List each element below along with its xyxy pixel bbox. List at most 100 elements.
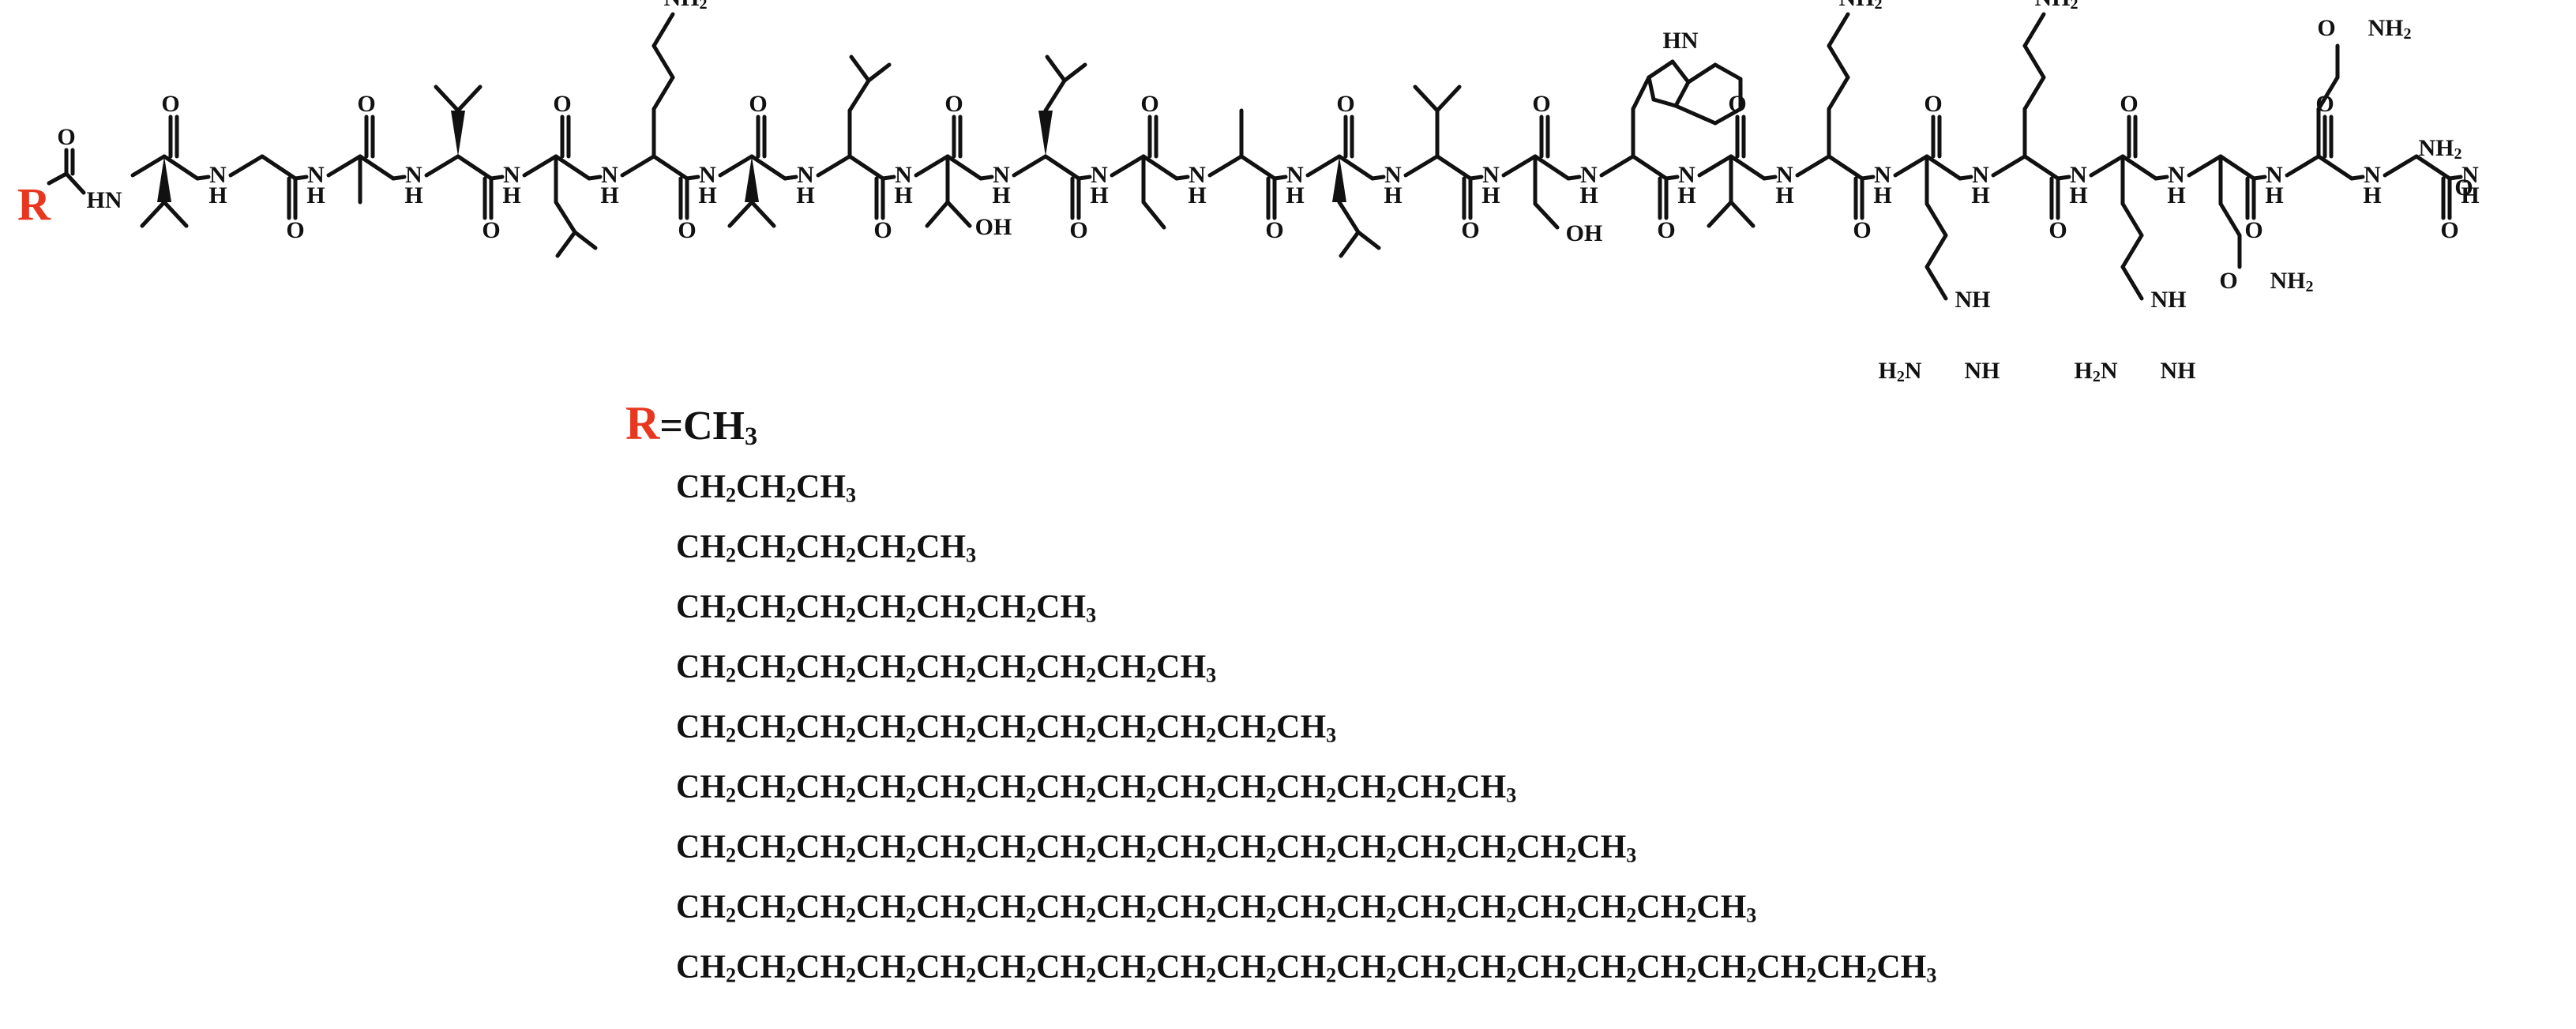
amide-oxygen-label: O <box>2219 268 2237 294</box>
amide-n-label: N <box>405 162 422 188</box>
peptide-bond <box>783 175 798 181</box>
amide-h-label: H <box>208 182 227 208</box>
amide-n-label: N <box>2168 162 2185 188</box>
r-group-header: R=CH3 <box>625 400 757 449</box>
backbone-bond <box>260 154 298 181</box>
side-chain-bond <box>1356 230 1381 250</box>
amide-n-label: N <box>2266 162 2283 188</box>
amide-n-label: N <box>1678 162 1695 188</box>
amide-oxygen-label: O <box>2317 15 2335 41</box>
carbonyl-oxygen-label: O <box>1140 91 1158 117</box>
side-chain-bond <box>849 54 871 83</box>
carbonyl-oxygen-label: O <box>1657 217 1675 243</box>
amide-h-label: H <box>1481 182 1500 208</box>
amine-label: NH2 <box>1839 0 1883 13</box>
amide-h-label: H <box>1971 182 1989 208</box>
amide-n-label: N <box>2364 162 2381 188</box>
indole-bond <box>1673 80 1691 108</box>
carbonyl-oxygen-label: O <box>2048 217 2067 243</box>
backbone-bond <box>1533 154 1571 181</box>
guanidine-h2n-label: H2N <box>1878 358 1921 385</box>
backbone-bond <box>1435 154 1473 181</box>
amide-h-label: H <box>1188 182 1206 208</box>
backbone-bond <box>358 154 396 181</box>
side-chain-bond <box>1339 230 1361 258</box>
side-chain-bond <box>573 230 598 250</box>
carbonyl-oxygen-label: O <box>161 91 179 117</box>
bond-carbonyl-n <box>64 171 86 195</box>
amide-n-label: N <box>1972 162 1989 188</box>
backbone-bond <box>914 154 950 178</box>
indole-bond <box>1651 97 1678 108</box>
amide-h-label: H <box>796 182 814 208</box>
amide-h-label: H <box>1384 182 1402 208</box>
side-chain-bond <box>925 200 950 228</box>
side-chain-bond <box>727 200 754 228</box>
amide-h-label: H <box>1090 182 1108 208</box>
r-chain-nonyl: CH2CH2CH2CH2CH2CH2CH2CH2CH3 <box>676 649 1217 687</box>
backbone-bond <box>1239 154 1277 181</box>
side-chain-bond <box>1729 200 1756 228</box>
amide-n-label: N <box>2070 162 2087 188</box>
carbonyl-oxygen-label: O <box>286 217 304 243</box>
backbone-bond <box>554 154 591 181</box>
r-equals: = <box>659 404 683 449</box>
side-chain-bond <box>140 200 167 228</box>
r-methyl-formula: CH3 <box>682 404 758 451</box>
lysine-chain-bond <box>2022 43 2046 80</box>
r-symbol: R <box>625 397 660 449</box>
backbone-bond <box>1207 154 1244 178</box>
backbone-bond <box>1043 154 1081 181</box>
side-chain-bond <box>162 200 189 228</box>
amide-h-label: H <box>2265 182 2283 208</box>
backbone-bond <box>326 154 362 178</box>
amide-n-label: N <box>307 162 325 188</box>
side-chain-bond <box>1533 201 1560 230</box>
r-chain-henicosyl: CH2CH2CH2CH2CH2CH2CH2CH2CH2CH2CH2CH2CH2C… <box>676 949 1937 987</box>
peptide-bond <box>1566 175 1582 181</box>
backbone-bond <box>2285 154 2321 178</box>
r-chain-pentyl: CH2CH2CH2CH2CH3 <box>676 529 977 567</box>
amine-label: NH2 <box>2035 0 2078 13</box>
side-chain-bond <box>1413 84 1440 113</box>
amide-h-label: H <box>1775 182 1793 208</box>
amide-h-label: H <box>1286 182 1304 208</box>
backbone-bond <box>1827 154 1864 181</box>
amide-n-label: N <box>797 162 814 188</box>
carbonyl-oxygen-label: O <box>2440 217 2458 243</box>
carbonyl-oxygen-label: O <box>873 217 892 243</box>
backbone-bond <box>2187 154 2223 178</box>
backbone-bond <box>2120 154 2158 181</box>
amide-n-label: N <box>1384 162 1402 188</box>
indole-bond <box>1670 59 1691 84</box>
oxygen-label: O <box>57 124 75 150</box>
lysine-chain-bond <box>1827 75 1850 111</box>
r-chain-undecyl: CH2CH2CH2CH2CH2CH2CH2CH2CH2CH2CH3 <box>676 709 1337 747</box>
hydroxyl-label: OH <box>975 214 1012 240</box>
backbone-bond <box>456 154 494 181</box>
carbonyl-oxygen-label: O <box>749 91 767 117</box>
backbone-bond <box>130 154 167 178</box>
backbone-bond <box>162 154 200 181</box>
backbone-bond <box>652 154 689 181</box>
lysine-chain-bond <box>2022 12 2046 48</box>
amide-n-label: N <box>1776 162 1793 188</box>
peptide-bond <box>1958 175 1973 181</box>
side-chain-bond <box>554 200 577 235</box>
backbone-bond <box>424 154 460 178</box>
stereo-wedge <box>451 111 465 156</box>
amide-nh2-label: NH2 <box>2368 15 2412 43</box>
arginine-chain-bond <box>1924 233 1948 269</box>
amide-n-label: N <box>1286 162 1304 188</box>
amine-label: NH2 <box>664 0 708 13</box>
backbone-bond <box>1729 154 1767 181</box>
r-chain-propyl: CH2CH2CH3 <box>676 469 857 507</box>
arginine-chain-bond <box>2120 201 2144 238</box>
backbone-bond <box>2316 154 2354 181</box>
peptide-bond <box>391 175 407 181</box>
backbone-bond <box>1795 154 1831 178</box>
side-chain-bond <box>847 78 871 113</box>
guanidine-imine-label: NH <box>2161 358 2196 384</box>
amide-n-label: N <box>1874 162 1891 188</box>
